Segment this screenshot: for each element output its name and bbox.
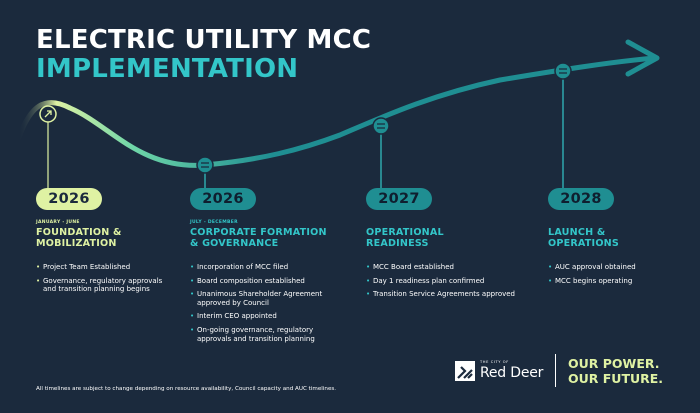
list-item: Governance, regulatory approvals and tra… — [36, 277, 171, 294]
list-item: AUC approval obtained — [548, 263, 688, 272]
list-item: Day 1 readiness plan confirmed — [366, 277, 536, 286]
list-item: Board composition established — [190, 277, 330, 286]
logo-name: Red Deer — [480, 365, 544, 381]
milestone-column-1: 2026 JANUARY - JUNE FOUNDATION & MOBILIZ… — [36, 188, 196, 299]
slogan: OUR POWER. OUR FUTURE. — [568, 356, 664, 386]
list-item: Project Team Established — [36, 263, 196, 272]
red-deer-logo-icon — [455, 361, 475, 381]
milestone-marker-4 — [554, 62, 572, 80]
milestone-marker-1 — [39, 105, 57, 123]
phase-title: CORPORATE FORMATION & GOVERNANCE — [190, 227, 327, 249]
list-item: Transition Service Agreements approved — [366, 290, 536, 299]
logo-divider — [555, 354, 556, 387]
milestone-marker-2 — [196, 156, 214, 174]
milestone-column-2: 2026 JULY - DECEMBER CORPORATE FORMATION… — [190, 188, 350, 348]
milestone-items: Incorporation of MCC filed Board composi… — [190, 263, 330, 343]
list-item: Incorporation of MCC filed — [190, 263, 330, 272]
list-item: MCC begins operating — [548, 277, 688, 286]
logo-small-text: THE CITY OF — [480, 360, 509, 364]
period-label: JANUARY - JUNE — [36, 220, 80, 225]
page-title: ELECTRIC UTILITY MCC IMPLEMENTATION — [36, 26, 371, 84]
year-badge: 2028 — [548, 188, 614, 210]
arrow-head-icon — [625, 39, 660, 77]
milestone-items: Project Team Established Governance, reg… — [36, 263, 196, 294]
phase-title: OPERATIONAL READINESS — [366, 227, 444, 249]
milestone-column-4: 2028 LAUNCH & OPERATIONS AUC approval ob… — [548, 188, 700, 290]
list-item: On-going governance, regulatory approval… — [190, 326, 330, 343]
list-item: Unanimous Shareholder Agreement approved… — [190, 290, 330, 307]
year-badge: 2026 — [36, 188, 102, 210]
period-label: JULY - DECEMBER — [190, 220, 238, 225]
milestone-column-3: 2027 OPERATIONAL READINESS MCC Board est… — [366, 188, 526, 304]
timeline-line — [15, 55, 658, 168]
list-item: Interim CEO appointed — [190, 312, 330, 321]
phase-title: FOUNDATION & MOBILIZATION — [36, 227, 122, 249]
phase-title: LAUNCH & OPERATIONS — [548, 227, 620, 249]
milestone-marker-3 — [372, 117, 390, 135]
year-badge: 2026 — [190, 188, 256, 210]
list-item: MCC Board established — [366, 263, 536, 272]
milestone-items: MCC Board established Day 1 readiness pl… — [366, 263, 536, 299]
milestone-items: AUC approval obtained MCC begins operati… — [548, 263, 688, 285]
disclaimer: All timelines are subject to change depe… — [36, 386, 337, 392]
city-logo: THE CITY OF Red Deer — [455, 359, 555, 385]
period-label — [366, 220, 526, 226]
title-line-2: IMPLEMENTATION — [36, 54, 299, 84]
year-badge: 2027 — [366, 188, 432, 210]
title-line-1: ELECTRIC UTILITY MCC — [36, 25, 372, 55]
period-label — [548, 220, 700, 226]
